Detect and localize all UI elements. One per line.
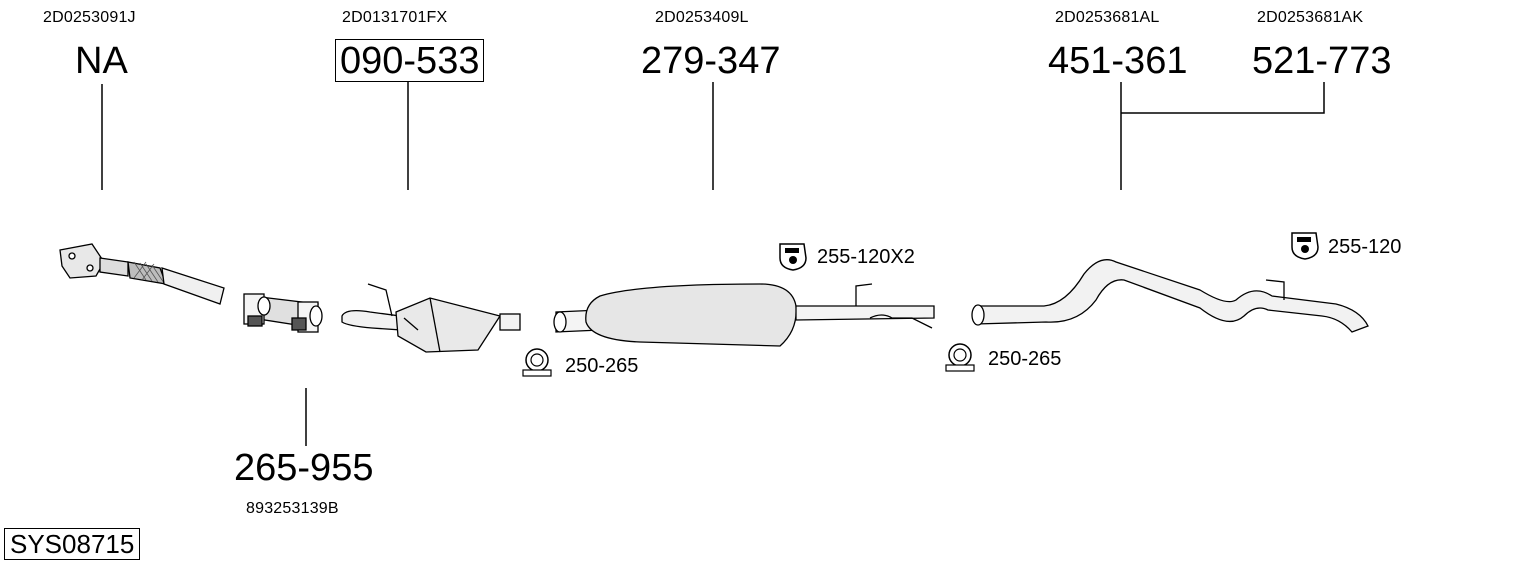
accessory-label[interactable]: 255-120 bbox=[1328, 236, 1402, 258]
middle-silencer-part[interactable] bbox=[553, 283, 935, 347]
part-number-link[interactable]: 279-347 bbox=[641, 40, 781, 82]
part-number-link[interactable]: NA bbox=[75, 40, 128, 82]
oem-number: 2D0131701FX bbox=[342, 9, 448, 26]
part-number-link-selected[interactable]: 090-533 bbox=[335, 39, 485, 82]
pipe-clamp-icon bbox=[522, 348, 552, 377]
connector-sleeve-part[interactable] bbox=[243, 293, 323, 333]
front-pipe-part[interactable] bbox=[59, 243, 225, 305]
oem-number: 893253139B bbox=[246, 500, 339, 517]
catalytic-converter-part[interactable] bbox=[341, 283, 521, 353]
accessory-label[interactable]: 255-120X2 bbox=[817, 246, 915, 268]
rubber-hanger-icon bbox=[1291, 232, 1319, 260]
rear-pipe-part[interactable] bbox=[971, 259, 1369, 333]
front-pipe-flange bbox=[59, 243, 105, 279]
part-number-link[interactable]: 521-773 bbox=[1252, 40, 1392, 82]
oem-number: 2D0253091J bbox=[43, 9, 136, 26]
leader-line-521-773 bbox=[1121, 82, 1325, 114]
system-code: SYS08715 bbox=[4, 528, 141, 560]
pipe-clamp-icon bbox=[945, 343, 975, 372]
accessory-label[interactable]: 250-265 bbox=[988, 348, 1062, 370]
accessory-label[interactable]: 250-265 bbox=[565, 355, 639, 377]
part-number-link[interactable]: 265-955 bbox=[234, 447, 374, 489]
rubber-hanger-icon bbox=[779, 243, 807, 271]
part-number-link[interactable]: 451-361 bbox=[1048, 40, 1188, 82]
oem-number: 2D0253681AL bbox=[1055, 9, 1160, 26]
oem-number: 2D0253409L bbox=[655, 9, 749, 26]
front-pipe-tube bbox=[161, 267, 225, 305]
oem-number: 2D0253681AK bbox=[1257, 9, 1364, 26]
leader-lines bbox=[101, 82, 1325, 446]
